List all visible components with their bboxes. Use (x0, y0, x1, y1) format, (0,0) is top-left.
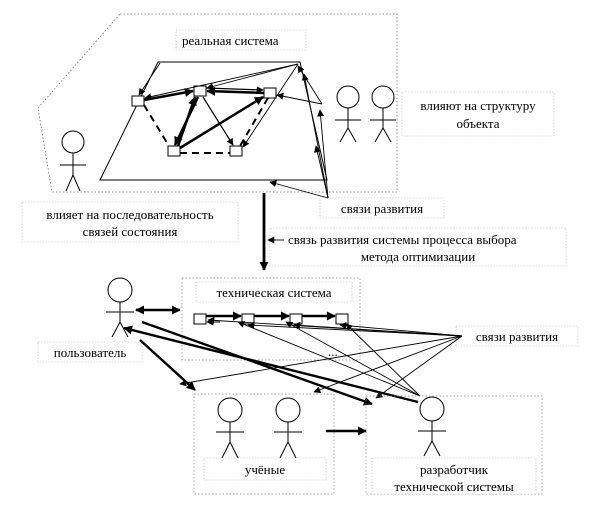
developer-label-box (371, 457, 537, 495)
dev-top-arrow-3 (301, 73, 329, 199)
dev-bottom-arrow-4 (339, 322, 463, 337)
technical-system-region (181, 277, 361, 361)
developer-tech-arrow-1 (237, 321, 421, 397)
sequence-influence-line1: влияет на последовательность (46, 207, 213, 222)
arrow-persons-node-c (276, 92, 323, 105)
process-link-line1: связь развития системы процесса выбора (288, 232, 517, 247)
dev-top-arrow-1 (269, 180, 329, 199)
edge-d-b (176, 96, 197, 147)
arrow-corner-a (144, 63, 299, 101)
arrow-plane-left-a (138, 62, 161, 96)
arrow-corner-b (206, 63, 299, 90)
real-system-plane (99, 61, 328, 181)
person-icon (335, 85, 361, 143)
structure-influence-line2: объекта (456, 116, 499, 131)
person-icon (60, 130, 86, 192)
user-developer-link (141, 320, 373, 406)
developer-label-line2: технической системы (394, 479, 514, 494)
node-e (229, 145, 243, 157)
person-icon (370, 85, 396, 143)
arrow-corner-e (242, 63, 299, 148)
node-a (131, 95, 145, 107)
development-links-top-label: связи развития (341, 201, 423, 216)
edge-b-c (205, 86, 264, 94)
dev-bottom-arrow-5 (179, 335, 463, 387)
user-label: пользователь (54, 345, 127, 360)
edge-b-e (202, 96, 234, 146)
edge-c-e-dashed (239, 97, 269, 147)
developer-tech-arrow-3 (345, 323, 421, 397)
development-links-bottom-label: связи развития (476, 329, 558, 344)
real-system-region (37, 13, 398, 193)
node-b (193, 85, 207, 97)
arrow-persons-corner (297, 65, 323, 105)
dev-bottom-arrow-3 (293, 321, 463, 337)
dev-bottom-arrow-2 (247, 321, 463, 337)
edge-a-b (143, 88, 194, 102)
person-icon (216, 397, 244, 459)
edge-d-c (179, 95, 264, 150)
tech-node-3 (289, 313, 303, 325)
development-links-top-box (319, 197, 445, 219)
dev-bottom-arrow-6 (375, 335, 463, 399)
dev-bottom-arrow-7 (313, 335, 463, 394)
sequence-influence-box (21, 201, 239, 243)
node-d (167, 145, 181, 157)
tech-node-1 (193, 313, 207, 325)
person-icon (106, 277, 134, 338)
structure-influence-line1: влияют на структуру (420, 98, 536, 113)
node-c (263, 87, 277, 99)
scientists-label: учёные (245, 462, 285, 477)
user-label-box (37, 341, 143, 363)
process-link-box (269, 227, 567, 267)
tech-ellipsis: ... (328, 344, 338, 359)
dev-top-arrow-4 (317, 109, 329, 199)
developer-tech-arrow-2 (285, 321, 421, 397)
scientists-label-box (203, 457, 327, 481)
developer-user-link (123, 325, 419, 404)
edge-c-b (206, 86, 265, 96)
structure-influence-box (401, 91, 555, 137)
scientists-region (193, 393, 335, 495)
real-system-label-box (175, 29, 307, 51)
person-icon (274, 397, 302, 459)
edge-a-d-dashed (143, 104, 170, 147)
process-link-line2: метода оптимизации (361, 249, 475, 264)
sequence-influence-line2: связей состояния (83, 224, 178, 239)
person-icon (418, 396, 446, 457)
real-system-label: реальная система (182, 33, 279, 48)
developer-label-line1: разработчик (420, 462, 489, 477)
tech-node-4 (335, 313, 349, 325)
technical-system-label: техническая система (216, 285, 331, 300)
technical-system-label-box (195, 281, 353, 303)
